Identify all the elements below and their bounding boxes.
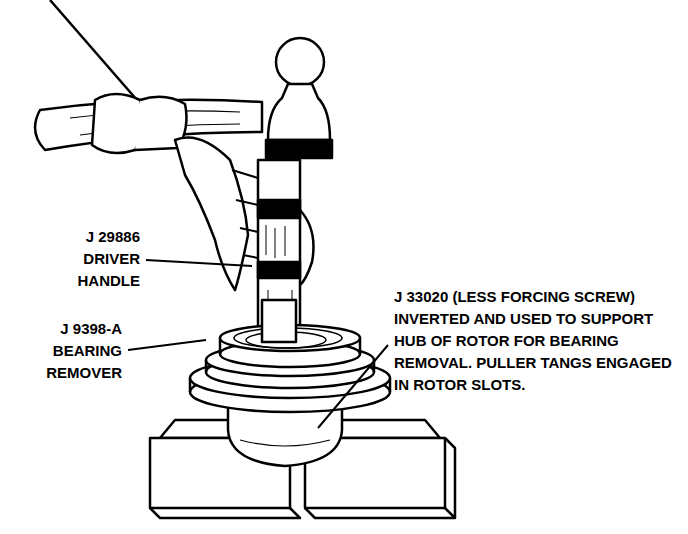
tool-note: J 33020 (LESS FORCING SCREW) INVERTED AN… <box>394 286 679 396</box>
tool-label: J 29886 DRIVER HANDLE <box>40 226 140 292</box>
tool-label: J 9398-A BEARING REMOVER <box>20 318 122 384</box>
